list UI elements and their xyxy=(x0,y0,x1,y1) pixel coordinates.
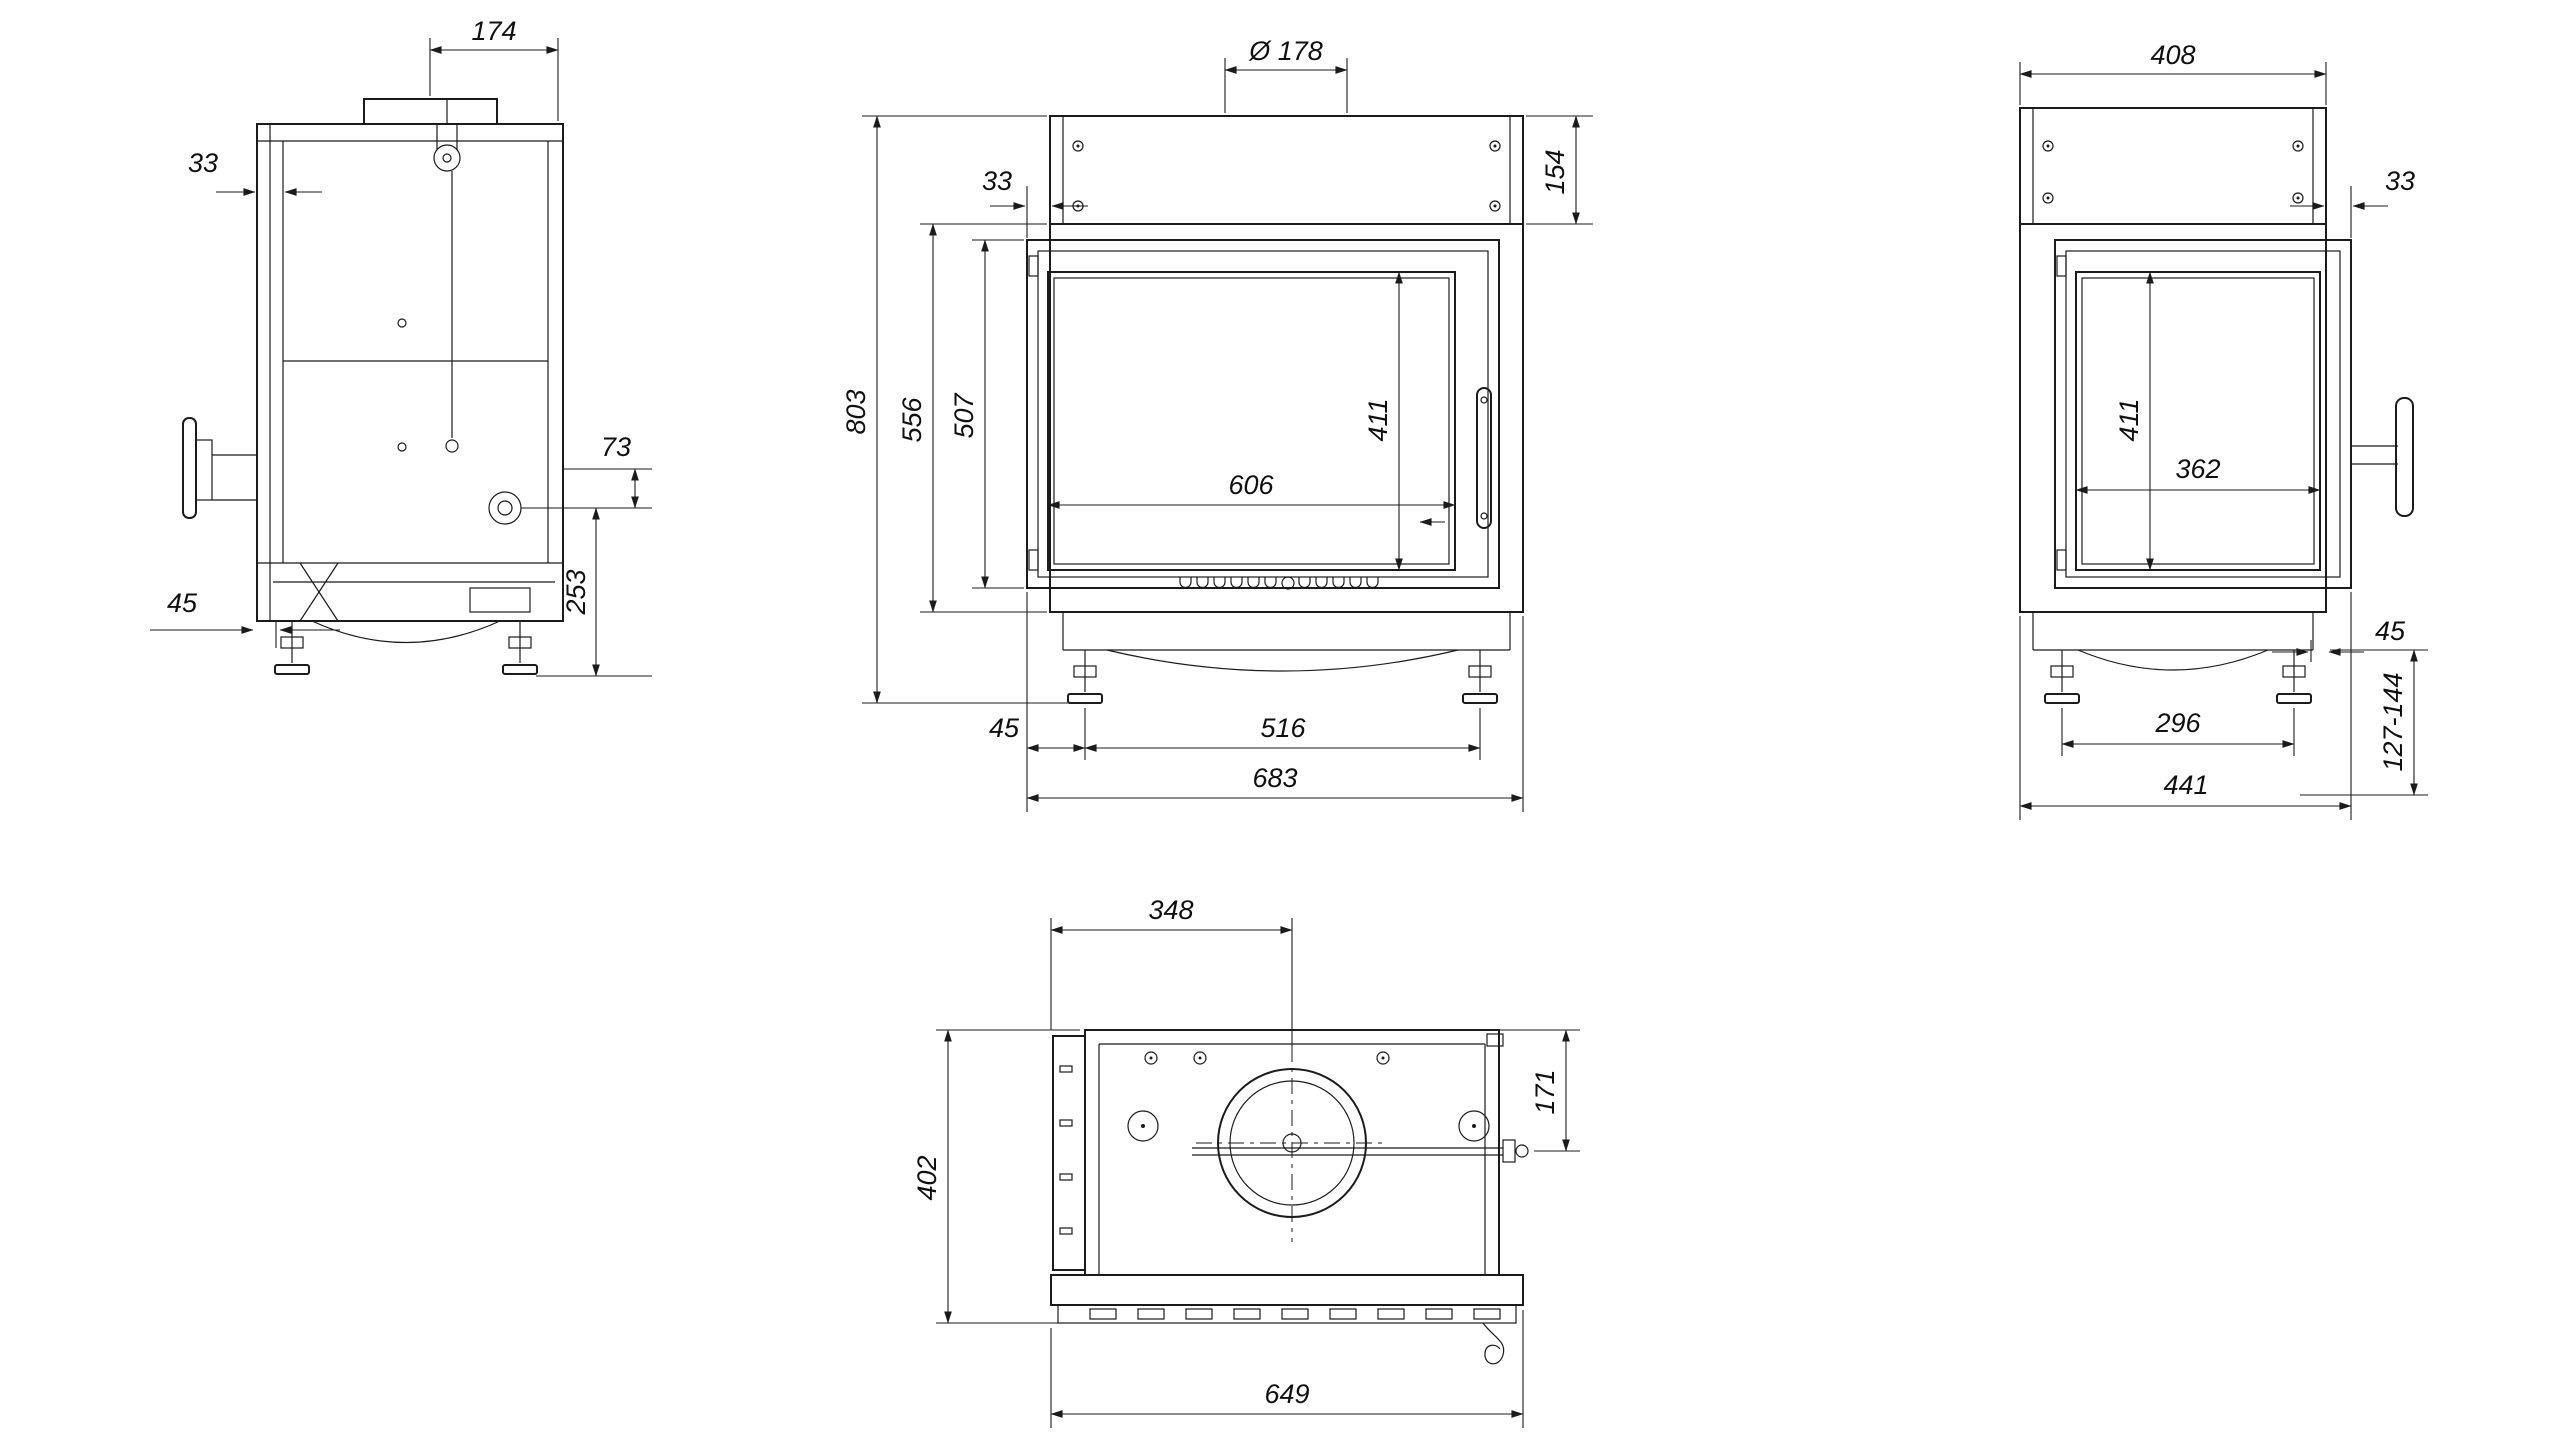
leveling-foot xyxy=(1067,649,1103,704)
dim-803: 803 xyxy=(841,115,1069,704)
valance-arc xyxy=(2077,649,2269,671)
dim-402: 402 xyxy=(912,1029,1080,1324)
front-grille-vents xyxy=(1089,1308,1501,1320)
dim-253: 253 xyxy=(536,507,652,677)
dim-45-right-label: 45 xyxy=(2375,616,2406,646)
dim-441: 441 xyxy=(2019,592,2352,820)
dim-33-front: 33 xyxy=(982,166,1088,238)
top-view-geometry xyxy=(1050,1029,1529,1365)
dim-33-right-label: 33 xyxy=(2385,166,2415,196)
dim-556-label: 556 xyxy=(897,396,927,442)
dim-362-label: 362 xyxy=(2175,454,2220,484)
dim-362: 362 xyxy=(2075,454,2321,494)
dim-606-label: 606 xyxy=(1228,470,1274,500)
dim-556: 556 xyxy=(897,223,1047,613)
damper-housing xyxy=(363,98,498,125)
side-glass xyxy=(2075,271,2321,571)
water-outlet xyxy=(488,491,522,525)
screws-top-box xyxy=(1072,140,1501,212)
dim-45-left-label: 45 xyxy=(167,588,198,618)
dim-253-label: 253 xyxy=(561,569,591,615)
dim-45-right: 45 xyxy=(2272,616,2406,662)
side-door-frame xyxy=(2054,239,2352,589)
hinge xyxy=(1028,549,1039,571)
dim-171: 171 xyxy=(1499,1029,1580,1152)
damper-knob xyxy=(1515,1144,1529,1158)
handle-curl xyxy=(1482,1322,1505,1365)
leveling-foot xyxy=(2044,649,2080,704)
dim-348-label: 348 xyxy=(1148,895,1193,925)
dim-174: 174 xyxy=(429,16,559,121)
dim-683-label: 683 xyxy=(1252,763,1297,793)
dim-45-front-label: 45 xyxy=(989,713,1020,743)
valance-arc xyxy=(1106,649,1459,672)
pulley xyxy=(433,144,461,172)
dim-516-label: 516 xyxy=(1260,713,1306,743)
dim-flue-diameter: Ø 178 xyxy=(1224,36,1348,113)
leveling-foot xyxy=(2276,649,2312,704)
dim-441-label: 441 xyxy=(2163,770,2208,800)
dim-507: 507 xyxy=(949,239,1024,589)
hinge xyxy=(2056,549,2067,571)
leveling-foot xyxy=(502,620,538,675)
door-handle-side xyxy=(182,417,197,519)
dim-73: 73 xyxy=(521,432,652,509)
door-frame xyxy=(1026,239,1500,589)
side-view-left: 174 33 73 253 45 xyxy=(150,16,652,677)
dim-33-right: 33 xyxy=(2290,166,2415,238)
dim-33-front-label: 33 xyxy=(982,166,1012,196)
screws-top-box xyxy=(2042,140,2304,204)
dim-127-144-label: 127-144 xyxy=(2378,672,2408,771)
dim-296-label: 296 xyxy=(2154,708,2201,738)
dim-516: 516 xyxy=(1084,708,1481,760)
dim-154-label: 154 xyxy=(1540,149,1570,194)
door-handle xyxy=(1476,387,1492,529)
hinge xyxy=(2056,255,2067,277)
dim-178-label: Ø 178 xyxy=(1248,36,1323,66)
dim-649-label: 649 xyxy=(1264,1379,1309,1409)
leveling-foot xyxy=(274,620,310,675)
dim-174-label: 174 xyxy=(471,16,516,46)
dim-411-right-label: 411 xyxy=(2114,398,2144,441)
dim-649: 649 xyxy=(1050,1310,1524,1428)
dim-127-144: 127-144 xyxy=(2300,649,2428,796)
right-view-geometry xyxy=(2019,107,2414,704)
door-glass xyxy=(1047,271,1456,571)
dim-408: 408 xyxy=(2019,40,2327,105)
dim-73-label: 73 xyxy=(601,432,631,462)
dim-33-left: 33 xyxy=(188,148,322,196)
dim-154: 154 xyxy=(1526,115,1593,225)
dim-45-left: 45 xyxy=(150,588,340,648)
dim-606: 606 xyxy=(1047,470,1456,509)
dim-683: 683 xyxy=(1026,616,1524,812)
front-view: Ø 178 154 33 803 556 xyxy=(841,36,1593,812)
dim-507-label: 507 xyxy=(949,392,979,438)
side-shield xyxy=(1052,1035,1086,1271)
dim-33-left-label: 33 xyxy=(188,148,218,178)
dim-402-label: 402 xyxy=(912,1155,942,1200)
dim-411-right: 411 xyxy=(2114,271,2154,571)
dim-411-front-label: 411 xyxy=(1363,398,1393,441)
front-plate xyxy=(1050,1274,1524,1306)
hinge xyxy=(1028,255,1039,277)
front-view-geometry xyxy=(1026,115,1524,704)
dim-348: 348 xyxy=(1050,895,1293,1046)
top-view: 348 402 171 649 xyxy=(912,895,1580,1428)
door-handle-side xyxy=(2395,397,2414,517)
dim-803-label: 803 xyxy=(841,389,871,434)
dim-411-front: 411 xyxy=(1363,271,1403,571)
dim-296: 296 xyxy=(2061,708,2295,756)
left-view-geometry xyxy=(182,98,564,675)
dim-408-label: 408 xyxy=(2150,40,2195,70)
air-vents xyxy=(1179,577,1379,589)
side-view-right: 408 33 411 362 45 296 xyxy=(2019,40,2428,820)
leveling-foot xyxy=(1462,649,1498,704)
dim-171-label: 171 xyxy=(1530,1069,1560,1114)
valance-arc xyxy=(311,620,501,644)
